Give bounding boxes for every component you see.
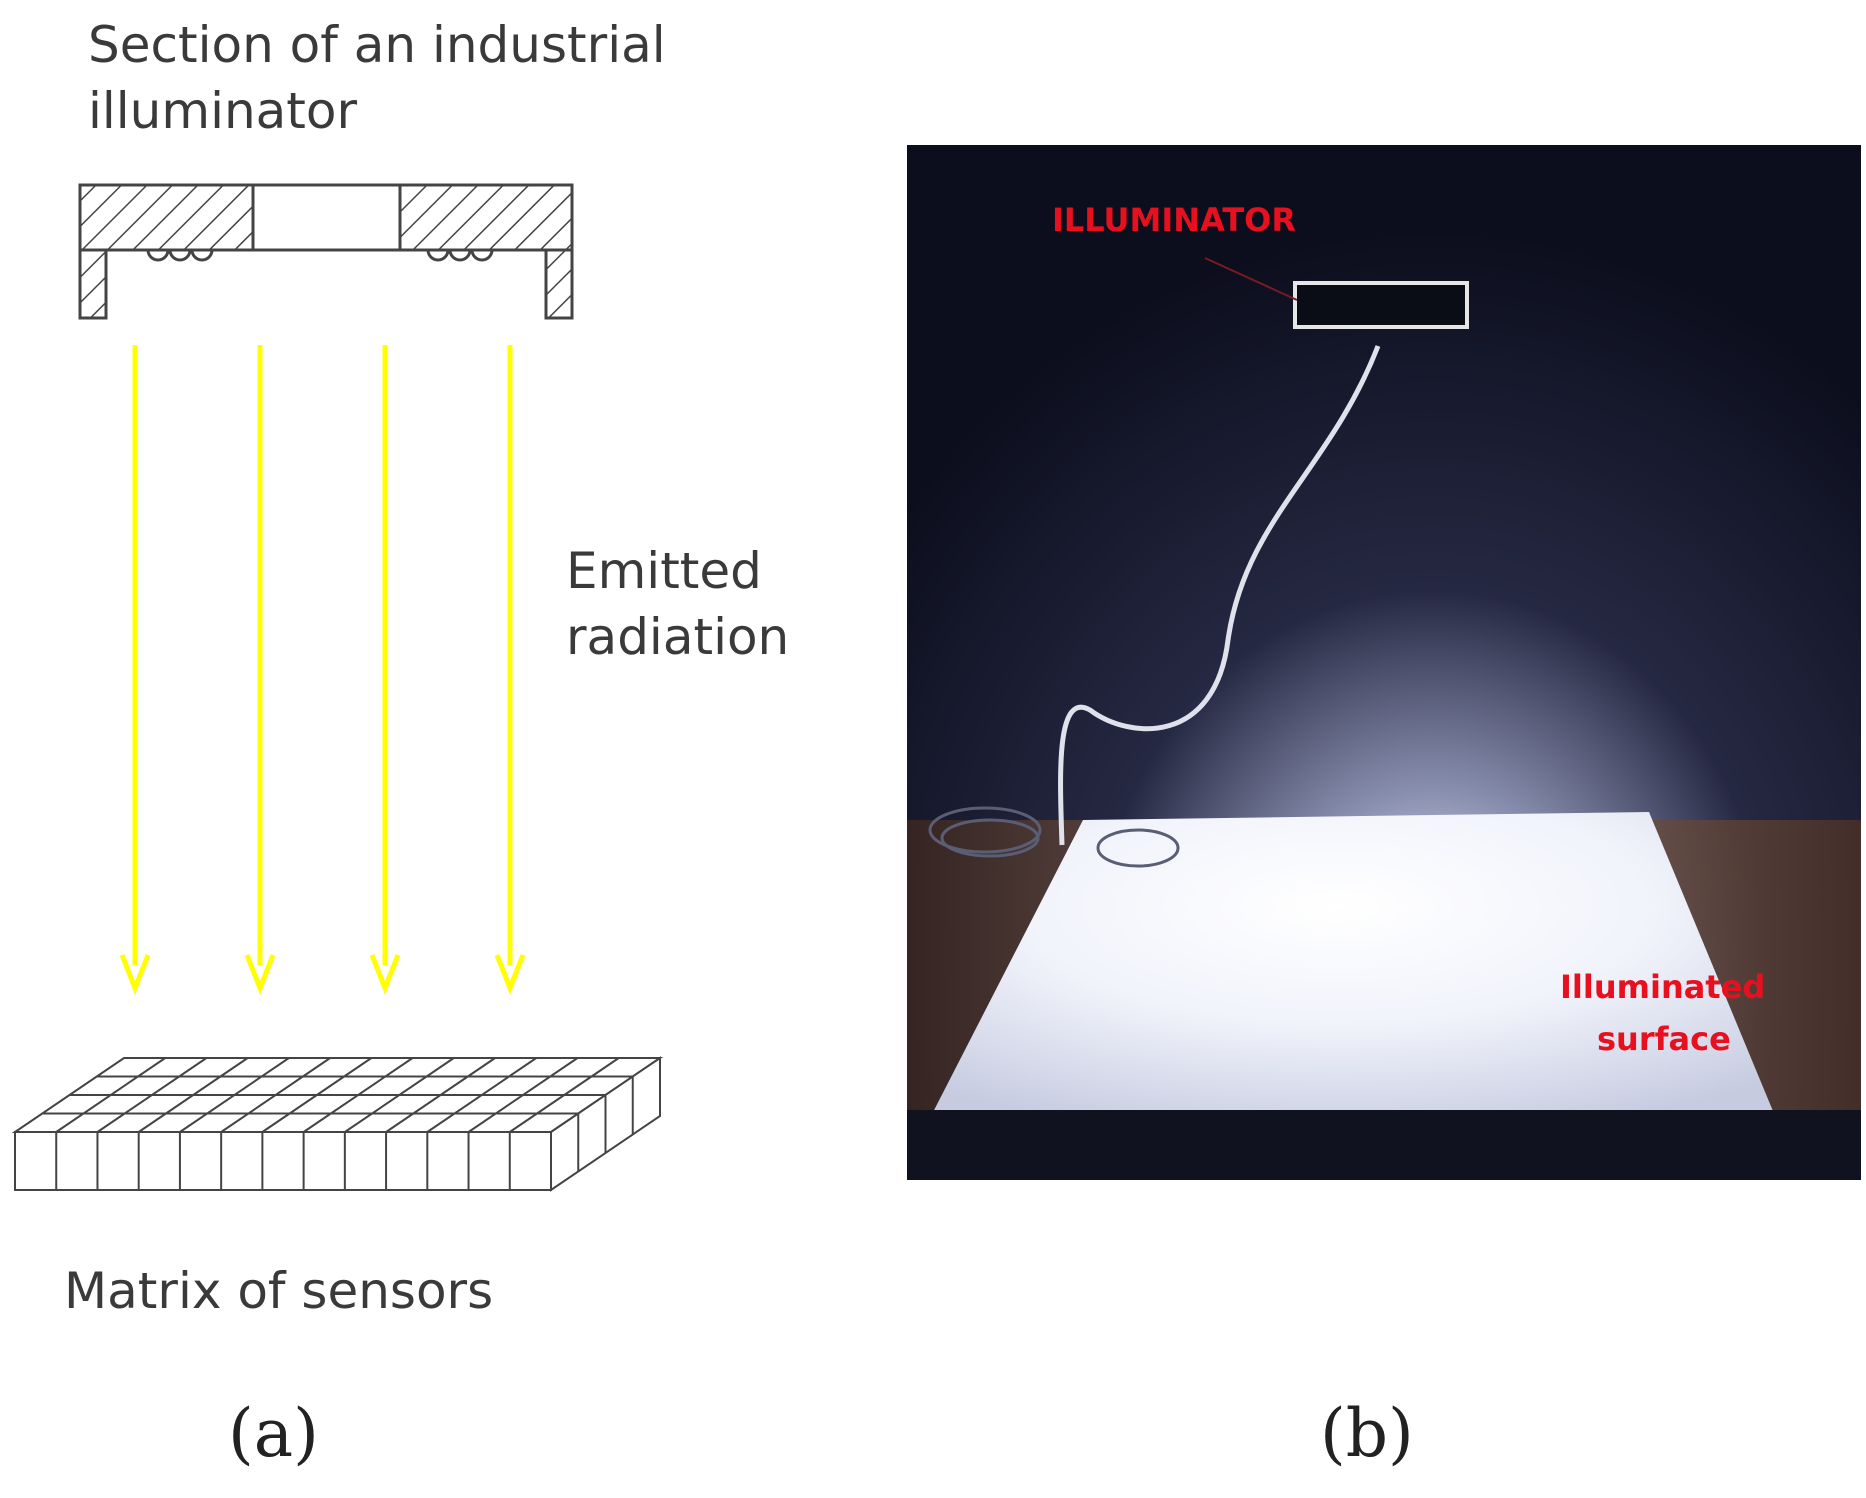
led-coils-left [146,249,214,262]
surface-label-line2: surface [1597,1020,1731,1058]
caption-b: (b) [1320,1395,1414,1472]
sensors-label: Matrix of sensors [64,1262,494,1320]
radiation-label-line2: radiation [566,608,790,666]
caption-a: (a) [228,1395,319,1472]
illuminator-box [1293,281,1469,329]
led-coils-right [426,249,494,262]
table-front-shadow [907,1110,1861,1180]
illuminator-window [251,183,402,252]
illuminated-surface [930,812,1780,1128]
sensor-matrix-front [14,1131,552,1191]
radiation-arrow [494,345,526,995]
illuminator-title-line2: illuminator [88,82,358,140]
surface-label-line1: Illuminated [1560,968,1766,1006]
radiation-arrow [244,345,276,995]
illuminator-leg-left [78,248,108,320]
radiation-label-line1: Emitted [566,542,762,600]
cable-coil [928,806,1180,868]
radiation-arrow [119,345,151,995]
illuminator-title-line1: Section of an industrial [88,16,666,74]
illuminator-section [78,183,574,320]
illuminator-cable [1058,345,1381,846]
radiation-arrow [369,345,401,995]
illuminator-label: ILLUMINATOR [1052,201,1297,239]
sensor-matrix [11,1056,664,1192]
illuminator-leader-line [1204,257,1298,301]
illuminator-leg-right [544,248,574,320]
illuminator-body-right [398,183,574,252]
radiation-arrows [119,345,526,995]
